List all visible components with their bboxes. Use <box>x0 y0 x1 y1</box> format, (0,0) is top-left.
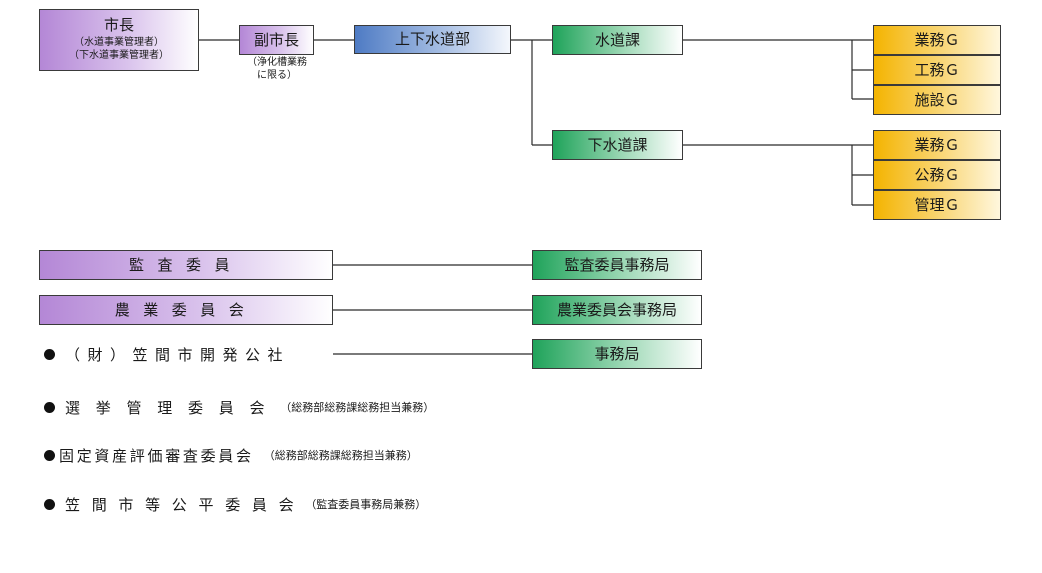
water-section-box[interactable]: 水道課 <box>552 25 683 55</box>
vice-mayor-note-line2: に限る） <box>257 70 297 81</box>
sewer-section-box[interactable]: 下水道課 <box>552 130 683 160</box>
agriculture-office-box[interactable]: 農業委員会事務局 <box>532 295 702 325</box>
group-label: 業務Ｇ <box>914 135 960 154</box>
water-group-facilities[interactable]: 施設Ｇ <box>873 85 1001 115</box>
bullet-icon <box>44 348 55 360</box>
election-committee-note: （総務部総務課総務担当兼務） <box>280 401 435 414</box>
bullet-icon <box>44 498 55 510</box>
water-group-operations[interactable]: 業務Ｇ <box>873 25 1001 55</box>
vice-mayor-box[interactable]: 副市長 <box>239 25 314 55</box>
mayor-title: 市長 <box>103 16 134 34</box>
audit-office-label: 監査委員事務局 <box>564 255 670 274</box>
vice-mayor-note: （浄化槽業務 に限る） <box>231 56 323 82</box>
sewer-group-public-works[interactable]: 公務Ｇ <box>873 160 1001 190</box>
group-label: 施設Ｇ <box>914 90 960 109</box>
property-review-committee-label: 固定資産評価審査委員会 <box>59 446 254 465</box>
fairness-committee-note: （監査委員事務局兼務） <box>305 498 427 511</box>
corporation-office-box[interactable]: 事務局 <box>532 339 702 369</box>
audit-office-box[interactable]: 監査委員事務局 <box>532 250 702 280</box>
corporation-office-label: 事務局 <box>594 344 640 363</box>
mayor-box[interactable]: 市長 （水道事業管理者） （下水道事業管理者） <box>39 9 199 71</box>
bullet-icon <box>44 449 55 461</box>
agriculture-office-label: 農業委員会事務局 <box>556 300 677 319</box>
mayor-role-sewer: （下水道事業管理者） <box>69 50 169 61</box>
audit-label: 監査委員 <box>128 255 243 274</box>
group-label: 業務Ｇ <box>914 30 960 49</box>
department-box[interactable]: 上下水道部 <box>354 25 511 54</box>
agriculture-label: 農業委員会 <box>114 300 258 319</box>
group-label: 管理Ｇ <box>914 195 960 214</box>
water-group-engineering[interactable]: 工務Ｇ <box>873 55 1001 85</box>
election-committee-row: 選挙管理委員会 （総務部総務課総務担当兼務） <box>44 397 434 417</box>
agriculture-box[interactable]: 農業委員会 <box>39 295 333 325</box>
fairness-committee-row: 笠間市等公平委員会 （監査委員事務局兼務） <box>44 494 426 514</box>
mayor-role-water: （水道事業管理者） <box>74 37 164 48</box>
election-committee-label: 選挙管理委員会 <box>65 398 281 417</box>
sewer-group-management[interactable]: 管理Ｇ <box>873 190 1001 220</box>
corporation-row: （財）笠間市開発公社 <box>44 344 290 364</box>
sewer-section-label: 下水道課 <box>587 135 648 154</box>
department-label: 上下水道部 <box>394 30 470 48</box>
group-label: 公務Ｇ <box>914 165 960 184</box>
water-section-label: 水道課 <box>594 30 640 49</box>
vice-mayor-title: 副市長 <box>253 30 299 49</box>
property-review-committee-row: 固定資産評価審査委員会 （総務部総務課総務担当兼務） <box>44 445 418 465</box>
bullet-icon <box>44 401 55 413</box>
sewer-group-operations[interactable]: 業務Ｇ <box>873 130 1001 160</box>
property-review-committee-note: （総務部総務課総務担当兼務） <box>263 449 418 462</box>
fairness-committee-label: 笠間市等公平委員会 <box>65 495 306 514</box>
audit-box[interactable]: 監査委員 <box>39 250 333 280</box>
corporation-label: （財）笠間市開発公社 <box>65 345 291 364</box>
vice-mayor-note-line1: （浄化槽業務 <box>247 57 307 68</box>
group-label: 工務Ｇ <box>914 60 960 79</box>
